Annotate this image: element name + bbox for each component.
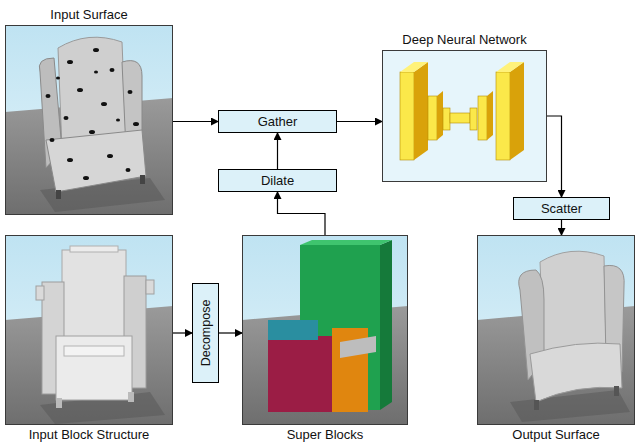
process-box: Decompose — [192, 283, 219, 383]
flow-arrow — [173, 332, 192, 333]
box-label: Scatter — [541, 201, 582, 216]
image-panel: Super Blocks — [242, 235, 408, 425]
flow-arrow — [278, 192, 326, 235]
image-panel: Output Surface — [477, 235, 635, 425]
panel-heading: Output Surface — [468, 427, 640, 442]
flow-arrow — [337, 121, 382, 122]
flow-arrow — [277, 133, 278, 169]
flow-arrow — [561, 220, 562, 235]
box-label: Decompose — [198, 300, 213, 367]
process-box: Scatter — [513, 197, 610, 220]
image-panel: Input Surface — [5, 25, 173, 215]
flow-arrow — [173, 121, 218, 122]
process-box: Gather — [218, 110, 337, 133]
network-panel: Deep Neural Network — [382, 50, 547, 182]
box-label: Dilate — [261, 173, 294, 188]
panel-heading: Input Block Structure — [0, 427, 182, 442]
block-structure-render — [5, 235, 173, 425]
output-surface-render — [477, 235, 635, 425]
flow-arrow — [219, 332, 242, 333]
super-blocks-render — [242, 235, 408, 425]
flow-arrow — [547, 116, 562, 197]
panel-heading: Deep Neural Network — [373, 32, 556, 47]
panel-heading: Super Blocks — [233, 427, 417, 442]
panel-heading: Input Surface — [0, 7, 182, 22]
input-surface-render — [5, 25, 173, 215]
network-illustration — [382, 50, 547, 182]
process-box: Dilate — [218, 169, 337, 192]
box-label: Gather — [258, 114, 298, 129]
image-panel: Input Block Structure — [5, 235, 173, 425]
